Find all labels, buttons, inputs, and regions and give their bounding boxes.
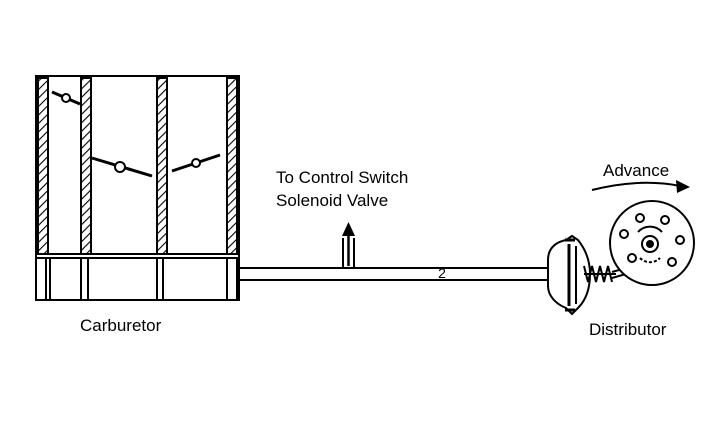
throttle-plate-3 — [171, 153, 221, 173]
carb-wall-2 — [80, 77, 92, 255]
throttle-plate-1 — [51, 90, 81, 106]
vacuum-advance-unit — [547, 234, 641, 316]
control-switch-label-line1: To Control Switch — [276, 168, 408, 187]
carb-wall-4 — [226, 77, 238, 255]
carburetor — [35, 75, 240, 301]
carburetor-label: Carburetor — [80, 316, 162, 335]
distributor-label: Distributor — [589, 320, 667, 339]
throttle-plate-2 — [91, 156, 153, 178]
carburetor-body — [35, 75, 240, 301]
curved-arrow-right-icon — [591, 180, 690, 193]
carb-wall-3 — [156, 77, 168, 255]
carb-wall-1 — [37, 77, 49, 255]
distributor — [609, 200, 695, 286]
arrow-up-icon — [342, 222, 355, 266]
vacuum-hose — [239, 238, 548, 281]
advance-label: Advance — [603, 161, 669, 180]
control-switch-label-line2: Solenoid Valve — [276, 191, 388, 210]
hose-number: 2 — [438, 265, 446, 281]
